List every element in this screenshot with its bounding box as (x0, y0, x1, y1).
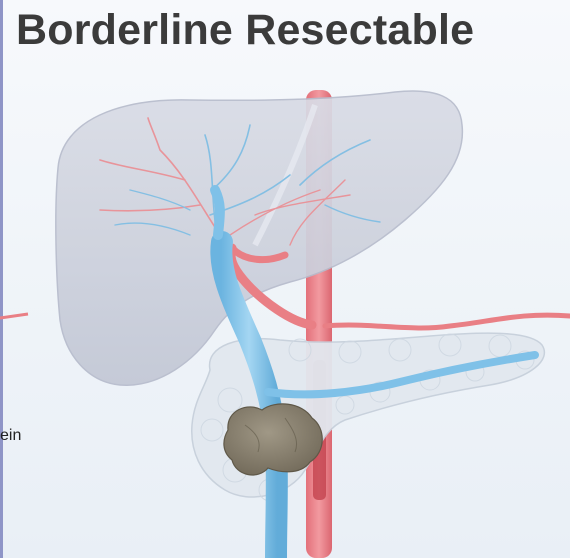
slide-title: Borderline Resectable (16, 6, 474, 55)
side-label-fragment: ein (0, 427, 21, 445)
tumor (224, 404, 322, 475)
splenic-artery (325, 315, 570, 328)
left-vessel-fragment (0, 314, 28, 318)
